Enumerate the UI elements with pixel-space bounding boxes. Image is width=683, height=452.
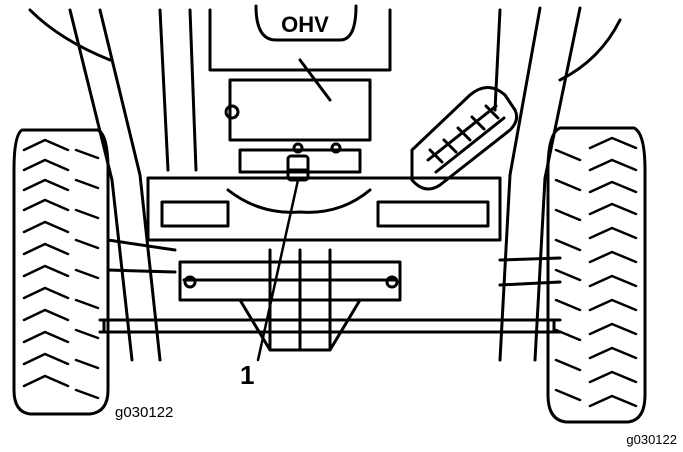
- rear-housing: [146, 176, 502, 242]
- ohv-badge-text: OHV: [281, 12, 329, 37]
- gearbox-assembly: [98, 248, 562, 352]
- figure-id-inner: g030122: [115, 404, 174, 421]
- drain-plug: [286, 154, 310, 182]
- left-tire: [12, 128, 110, 416]
- frame-and-handles: [28, 6, 622, 362]
- callout-number: 1: [240, 360, 255, 390]
- chute-crank: [410, 86, 519, 191]
- figure-id-outer: g030122: [626, 432, 677, 447]
- right-tire: [546, 126, 647, 424]
- engine: [208, 4, 392, 174]
- callout-leader-line: [256, 178, 300, 362]
